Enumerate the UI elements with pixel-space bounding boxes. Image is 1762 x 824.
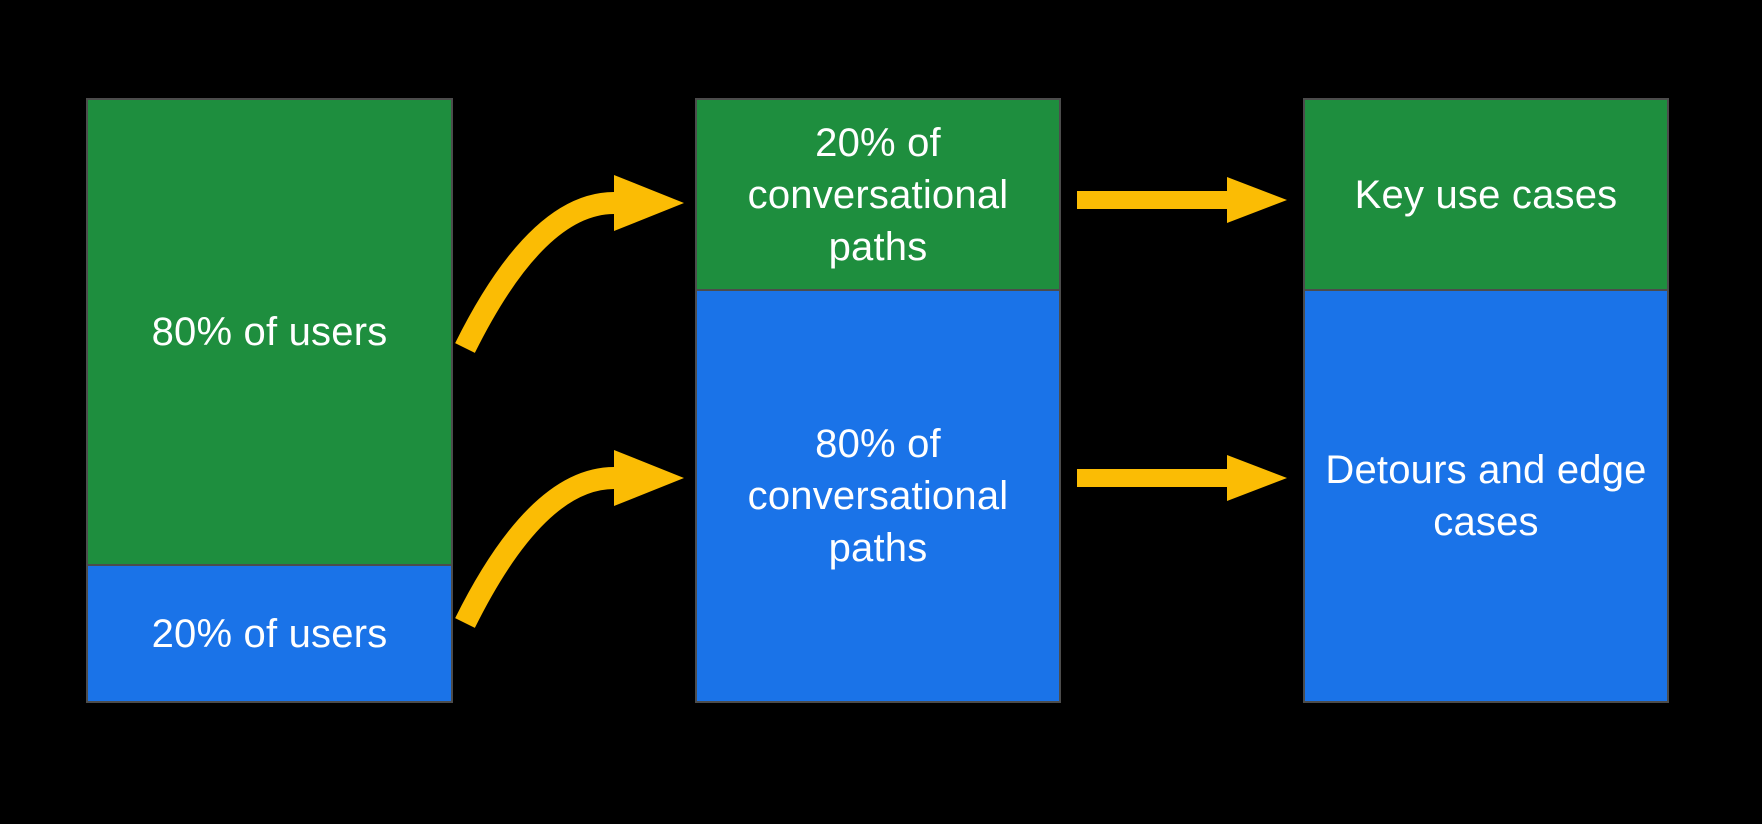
segment-label: 80% of conversational paths [747,422,1009,570]
segment-label: Detours and edge cases [1325,448,1647,544]
segment-detours-edge-cases: Detours and edge cases [1305,291,1667,701]
straight-arrow-icon [1075,175,1295,225]
curved-arrow-icon [452,163,692,363]
segment-label: 80% of users [151,310,388,354]
segment-paths-majority: 80% of conversational paths [697,291,1059,701]
column-use-cases: Key use cases Detours and edge cases [1303,98,1669,703]
column-conversational-paths: 20% of conversational paths 80% of conve… [695,98,1061,703]
curved-arrow-icon [452,438,692,638]
straight-arrow-icon [1075,453,1295,503]
segment-users-minority: 20% of users [88,566,451,701]
segment-key-use-cases: Key use cases [1305,100,1667,291]
segment-paths-minority: 20% of conversational paths [697,100,1059,291]
column-users: 80% of users 20% of users [86,98,453,703]
segment-label: 20% of conversational paths [747,120,1009,269]
segment-label: 20% of users [151,611,388,656]
segment-label: Key use cases [1354,172,1618,217]
segment-users-majority: 80% of users [88,100,451,566]
